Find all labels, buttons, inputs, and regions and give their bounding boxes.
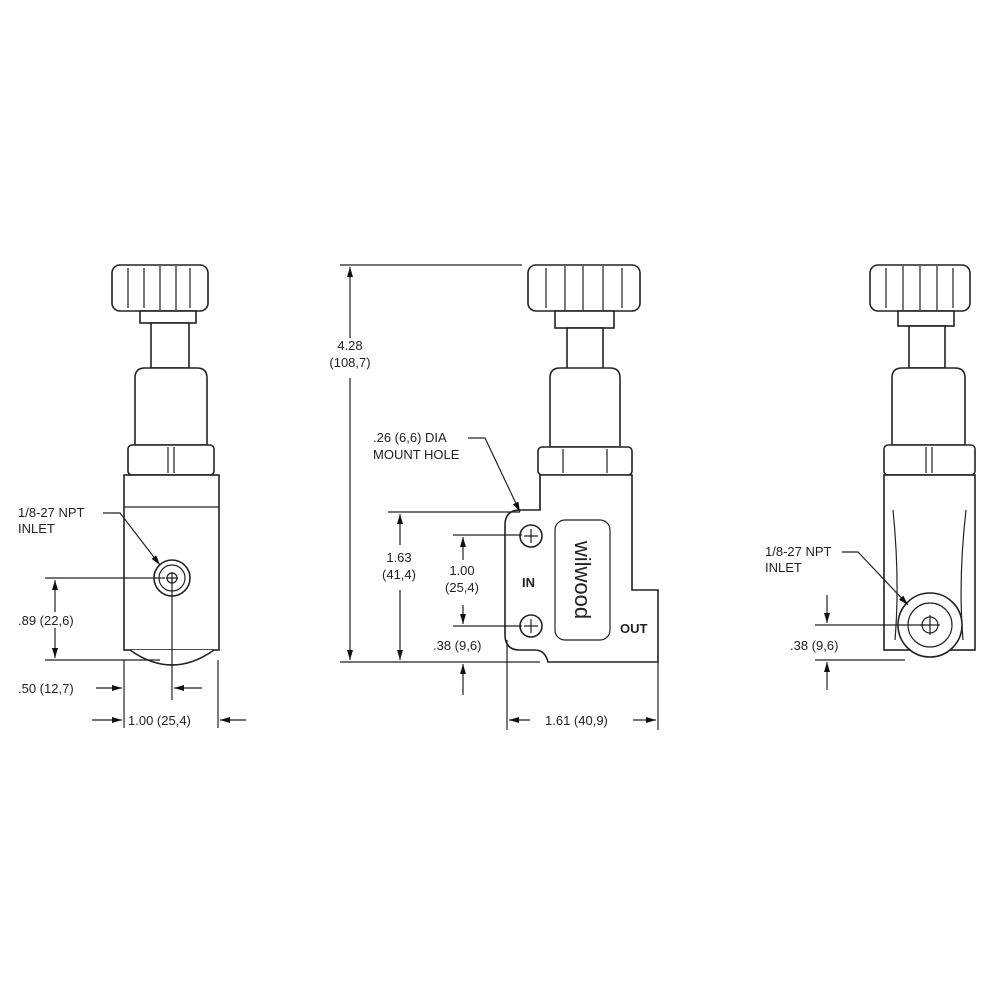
port-label: 1/8-27 NPT [18,505,85,520]
cap [549,367,621,448]
collar [897,310,955,327]
hole-spacing-metric: (25,4) [445,580,479,595]
hole-offset: .38 (9,6) [433,638,481,653]
right-view: 1/8-27 NPT INLET .38 (9,6) [765,264,976,690]
hex-nut [127,444,215,476]
dim-width: 1.00 (25,4) [128,713,191,728]
cap [891,367,966,446]
knob [869,264,971,312]
mount-hole [519,524,543,548]
port-label: INLET [18,521,55,536]
mount-hole [519,614,543,638]
collar [139,310,197,324]
hole-label: MOUNT HOLE [373,447,460,462]
in-label: IN [522,575,535,590]
dim-offset: .50 (12,7) [18,681,74,696]
plate-height: 1.63 [386,550,411,565]
stem [566,327,604,370]
hex-nut [883,444,976,476]
overall-height: 4.28 [337,338,362,353]
plate-height-metric: (41,4) [382,567,416,582]
out-label: OUT [620,621,648,636]
stem [150,322,190,369]
left-view: 1/8-27 NPT INLET .89 (22,6) .50 (12,7) 1… [18,264,246,728]
dim-height: .38 (9,6) [790,638,838,653]
body [504,474,659,663]
logo-plate: wilwood [554,519,611,641]
port-label: INLET [765,560,802,575]
hole-label: .26 (6,6) DIA [373,430,447,445]
hex-nut [537,446,633,476]
collar [554,310,615,329]
overall-height-metric: (108,7) [329,355,370,370]
center-view: wilwood IN OUT 4.28 (108,7) .26 (6,6) DI… [329,264,659,730]
port-label: 1/8-27 NPT [765,544,832,559]
stem [908,325,946,369]
dim-height: .89 (22,6) [18,613,74,628]
cap [134,367,208,446]
hole-spacing: 1.00 [449,563,474,578]
knob [527,264,641,312]
wilwood-logo: wilwood [570,540,595,619]
width-dim: 1.61 (40,9) [545,713,608,728]
knob [111,264,209,312]
